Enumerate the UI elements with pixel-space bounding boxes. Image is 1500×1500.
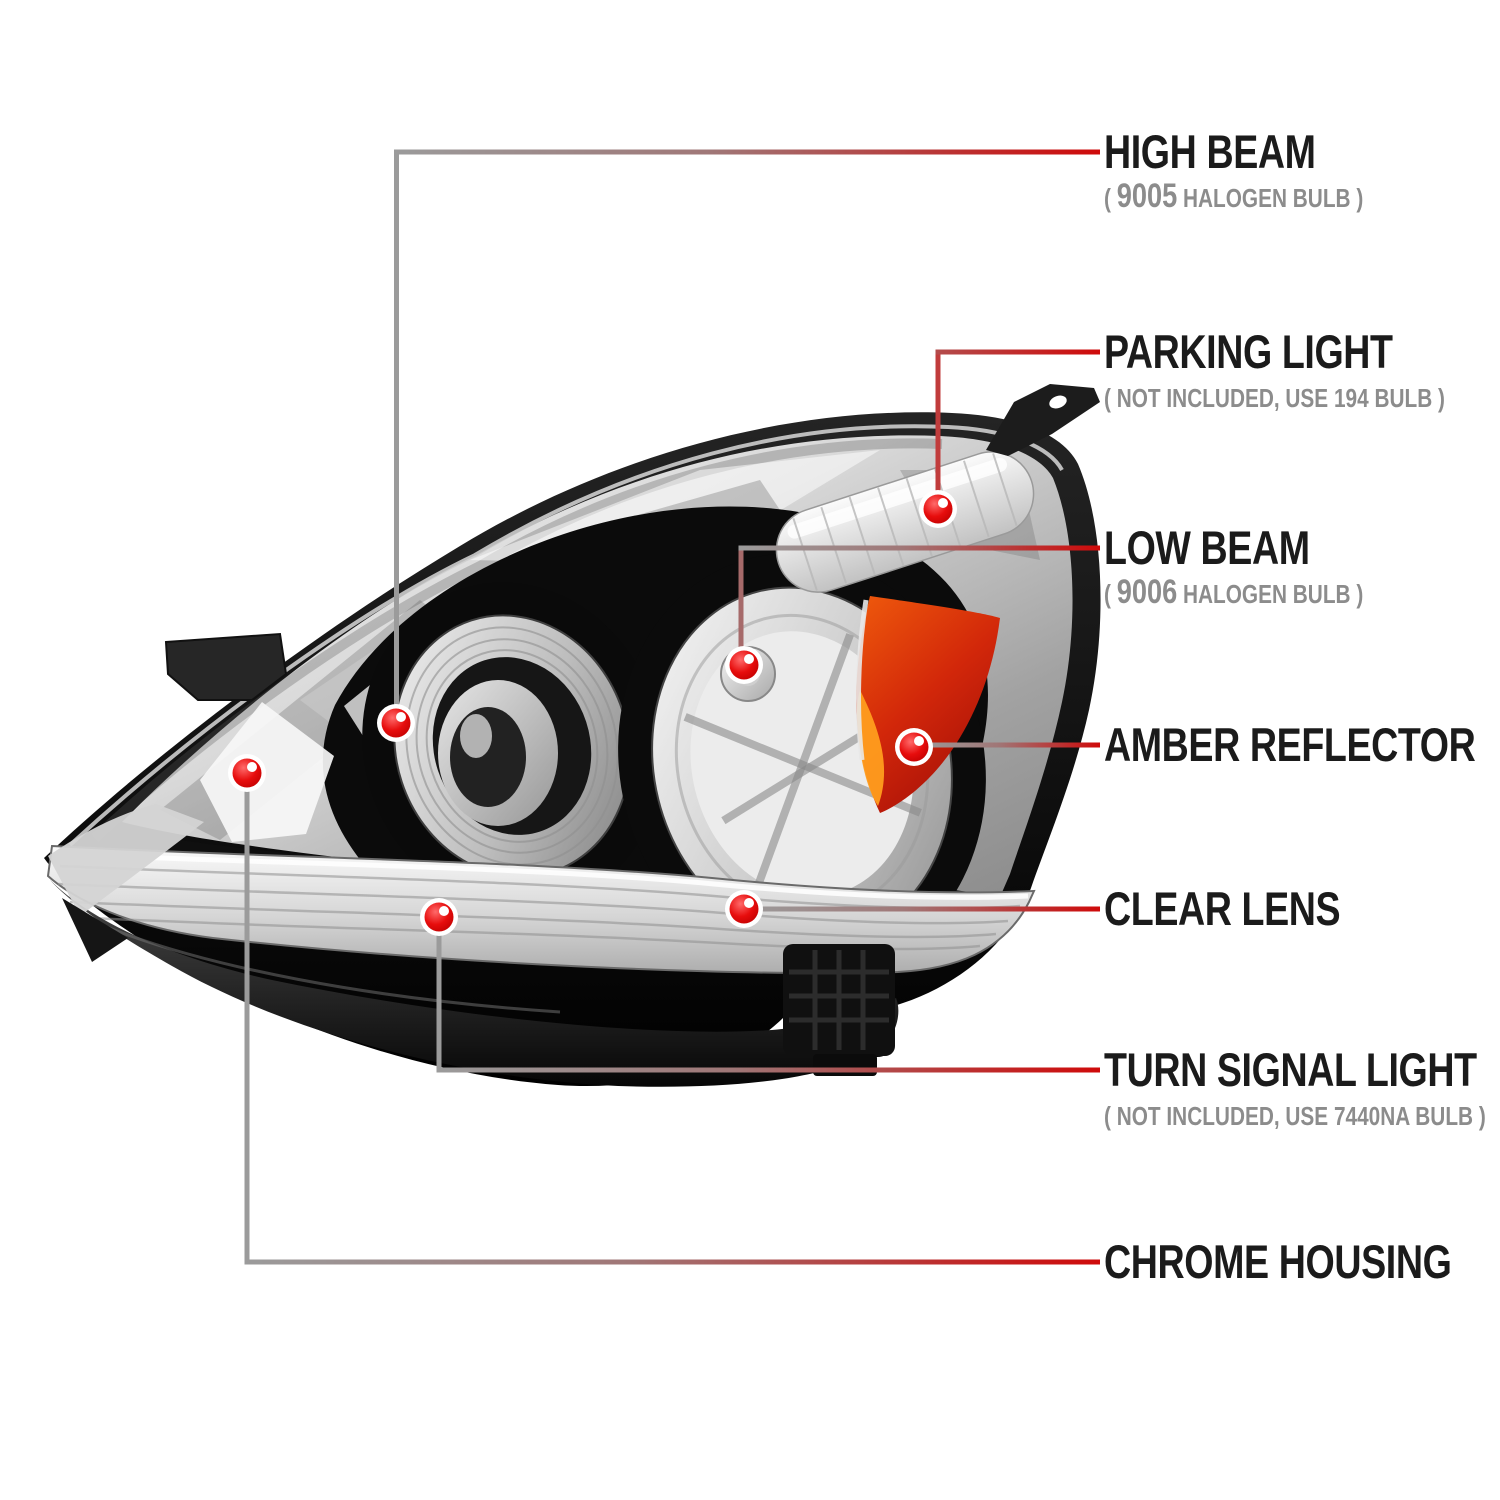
parking-light-lens [775,451,1035,593]
tip-chrome [48,804,204,916]
leader-parking-vertical [935,352,941,509]
callout-subtitle: ( NOT INCLUDED, USE 7440NA BULB ) [1104,1101,1486,1131]
marker-dots [228,490,957,936]
leader-clear-lens-horizontal [744,906,1100,912]
callout-subtitle: ( 9006 HALOGEN BULB ) [1104,573,1364,611]
callout-title: AMBER REFLECTOR [1104,718,1476,771]
marker-turn-signal [420,898,458,936]
leader-chrome-housing-horizontal [244,1259,1100,1265]
trim-highlight [89,918,561,1014]
callout-turn-signal-light: TURN SIGNAL LIGHT ( NOT INCLUDED, USE 74… [1104,1045,1500,1132]
callout-title: CHROME HOUSING [1104,1235,1452,1288]
clear-lens-strip [46,844,1036,974]
marker-high-beam [377,704,415,742]
leader-high-beam-vertical [394,152,399,723]
callout-parking-light: PARKING LIGHT ( NOT INCLUDED, USE 194 BU… [1104,327,1500,414]
callout-chrome-housing: CHROME HOUSING [1104,1237,1500,1287]
callout-title: TURN SIGNAL LIGHT [1104,1043,1477,1096]
chrome-rim-highlight [68,424,1064,847]
callout-title: LOW BEAM [1104,521,1310,574]
chrome-housing-highlight [200,702,334,842]
headlight-illustration [44,384,1101,1087]
leader-turn-signal-vertical [436,917,442,1070]
callout-title: HIGH BEAM [1104,125,1316,178]
callout-title: PARKING LIGHT [1104,325,1393,378]
mounting-tab-right [986,384,1100,456]
mounting-tab-left [164,632,288,701]
amber-reflector-shape [856,596,1000,813]
leader-parking-horizontal [935,349,1100,355]
leader-amber-horizontal [914,742,1100,748]
marker-amber-reflector [895,728,933,766]
callout-title: CLEAR LENS [1104,882,1341,935]
leader-chrome-housing-vertical [244,773,250,1262]
marker-low-beam [725,646,763,684]
callout-subtitle: ( NOT INCLUDED, USE 194 BULB ) [1104,383,1445,413]
marker-parking-light [919,490,957,528]
callout-high-beam: HIGH BEAM ( 9005 HALOGEN BULB ) [1104,127,1500,214]
callout-amber-reflector: AMBER REFLECTOR [1104,720,1500,770]
lower-bracket [783,944,895,1076]
leader-high-beam-horizontal [394,149,1100,155]
lower-trim [50,880,899,1087]
callout-subtitle: ( 9005 HALOGEN BULB ) [1104,177,1364,215]
callout-low-beam: LOW BEAM ( 9006 HALOGEN BULB ) [1104,523,1500,610]
leader-low-beam-vertical [738,548,744,665]
leader-turn-signal-horizontal [436,1067,1100,1073]
high-beam-lamp [362,582,662,910]
leader-low-beam-horizontal [738,545,1100,551]
marker-chrome-housing [228,754,266,792]
callout-clear-lens: CLEAR LENS [1104,884,1500,934]
rim-shadow [91,438,943,842]
tip-notch [62,898,128,962]
leader-lines [244,149,1100,1265]
marker-clear-lens [725,890,763,928]
